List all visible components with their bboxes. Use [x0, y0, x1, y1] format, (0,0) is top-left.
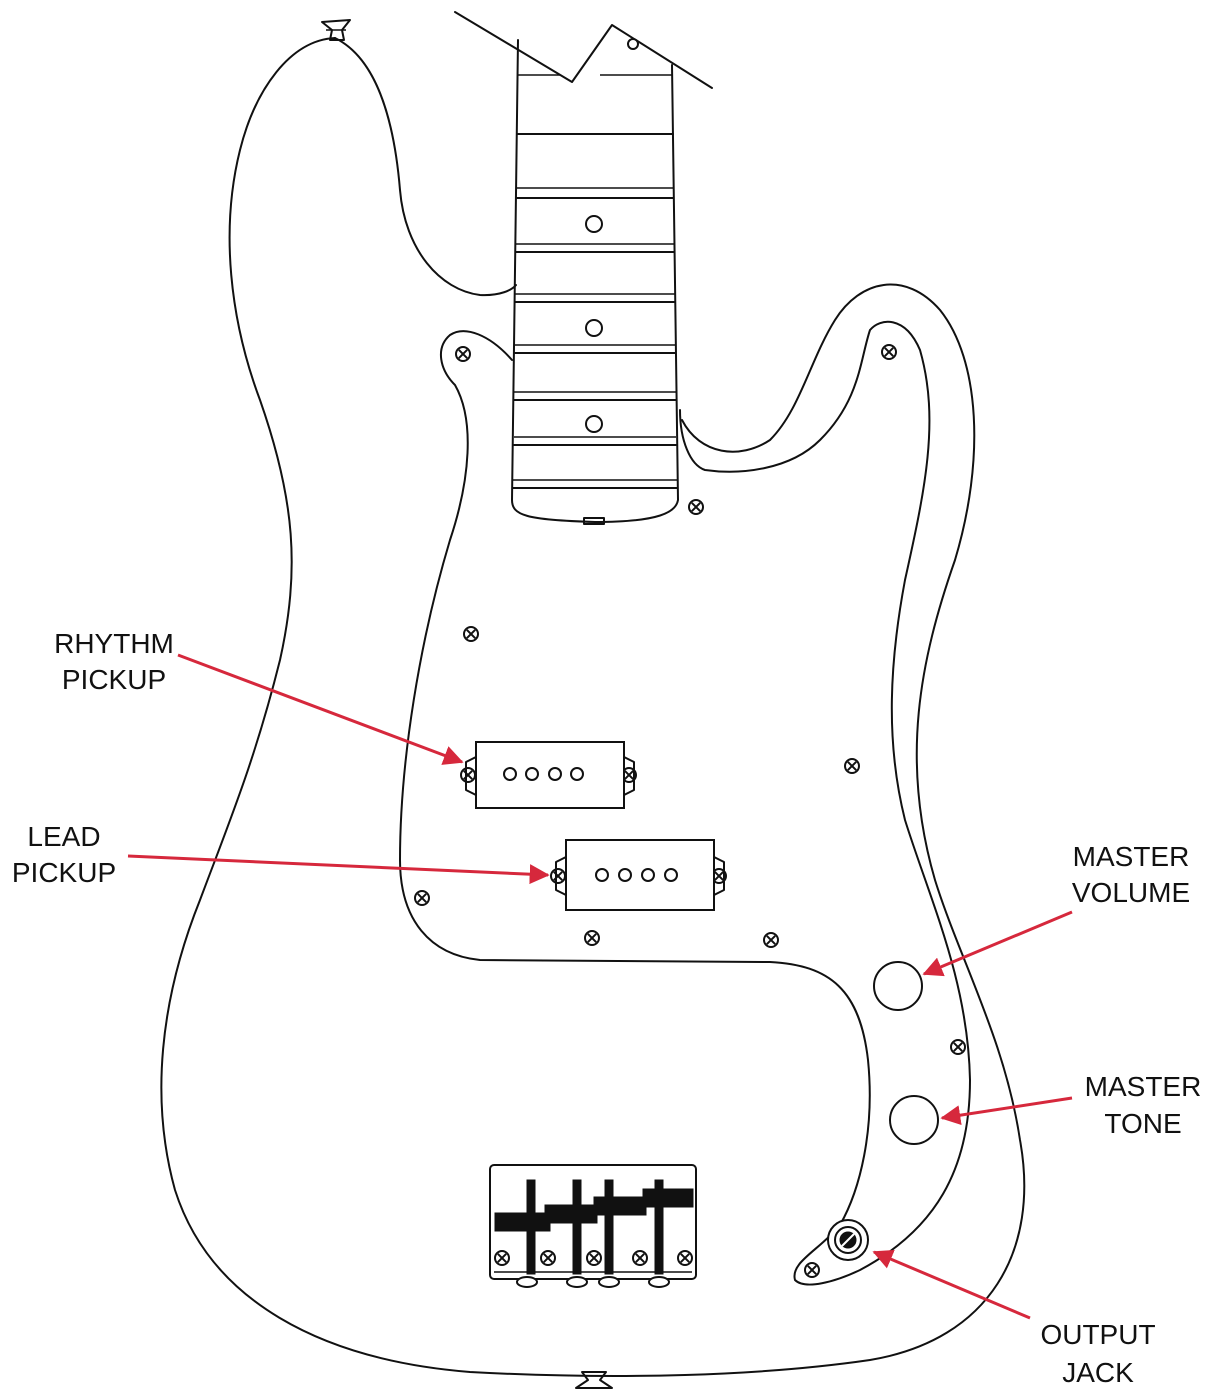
screw-icon: [688, 499, 704, 515]
callout-arrows: [127, 653, 1073, 1320]
output-jack-label-line1: OUTPUT: [1040, 1319, 1155, 1350]
screw-icon: [844, 758, 860, 774]
guitar-body-outline: [160, 37, 1026, 1377]
master-tone-label-line1: MASTER: [1085, 1071, 1202, 1102]
screw-icon: [677, 1250, 693, 1266]
tone-knob[interactable]: [889, 1095, 939, 1145]
screw-icon: [950, 1039, 966, 1055]
screw-icon: [763, 932, 779, 948]
output-jack[interactable]: [827, 1219, 869, 1261]
strap-button-top: [321, 19, 351, 41]
screw-icon: [494, 1250, 510, 1266]
rhythm-pickup-label-line1: RHYTHM: [54, 628, 174, 659]
screw-icon: [463, 626, 479, 642]
fret-marker-dot: [585, 319, 603, 337]
lead-pickup: [555, 839, 725, 911]
screw-icon: [455, 346, 471, 362]
rhythm-pickup-label-line2: PICKUP: [62, 664, 166, 695]
master-volume-label-line1: MASTER: [1073, 841, 1190, 872]
volume-knob[interactable]: [873, 961, 923, 1011]
neck: [454, 11, 713, 525]
arrow-output-jack: [872, 1249, 1031, 1320]
screw-icon: [414, 890, 430, 906]
arrow-master-volume: [922, 910, 1073, 977]
arrow-rhythm-pickup: [177, 653, 464, 765]
arrow-lead-pickup: [127, 854, 550, 885]
screw-icon: [586, 1250, 602, 1266]
screw-icon: [804, 1262, 820, 1278]
output-jack-label-line2: JACK: [1062, 1357, 1134, 1388]
side-marker-dot: [627, 38, 639, 50]
screw-icon: [584, 930, 600, 946]
fret-lines: [512, 133, 678, 489]
fret-marker-dot: [585, 415, 603, 433]
master-volume-label-line2: VOLUME: [1072, 877, 1190, 908]
pickguard-outline: [399, 320, 971, 1286]
screw-icon: [632, 1250, 648, 1266]
master-tone-label-line2: TONE: [1104, 1108, 1181, 1139]
fret-marker-dot: [585, 215, 603, 233]
screw-icon: [540, 1250, 556, 1266]
lead-pickup-label-line2: PICKUP: [12, 857, 116, 888]
arrow-master-tone: [940, 1096, 1073, 1126]
lead-pickup-label-line1: LEAD: [27, 821, 100, 852]
strap-button-bottom: [575, 1371, 613, 1389]
screw-icon: [550, 868, 566, 884]
screw-icon: [460, 767, 476, 783]
neck-pocket-left-edge: [334, 37, 517, 297]
bridge: [489, 1164, 697, 1288]
rhythm-pickup: [465, 741, 635, 809]
pickguard-screws: [414, 344, 966, 1278]
screw-icon: [881, 344, 897, 360]
